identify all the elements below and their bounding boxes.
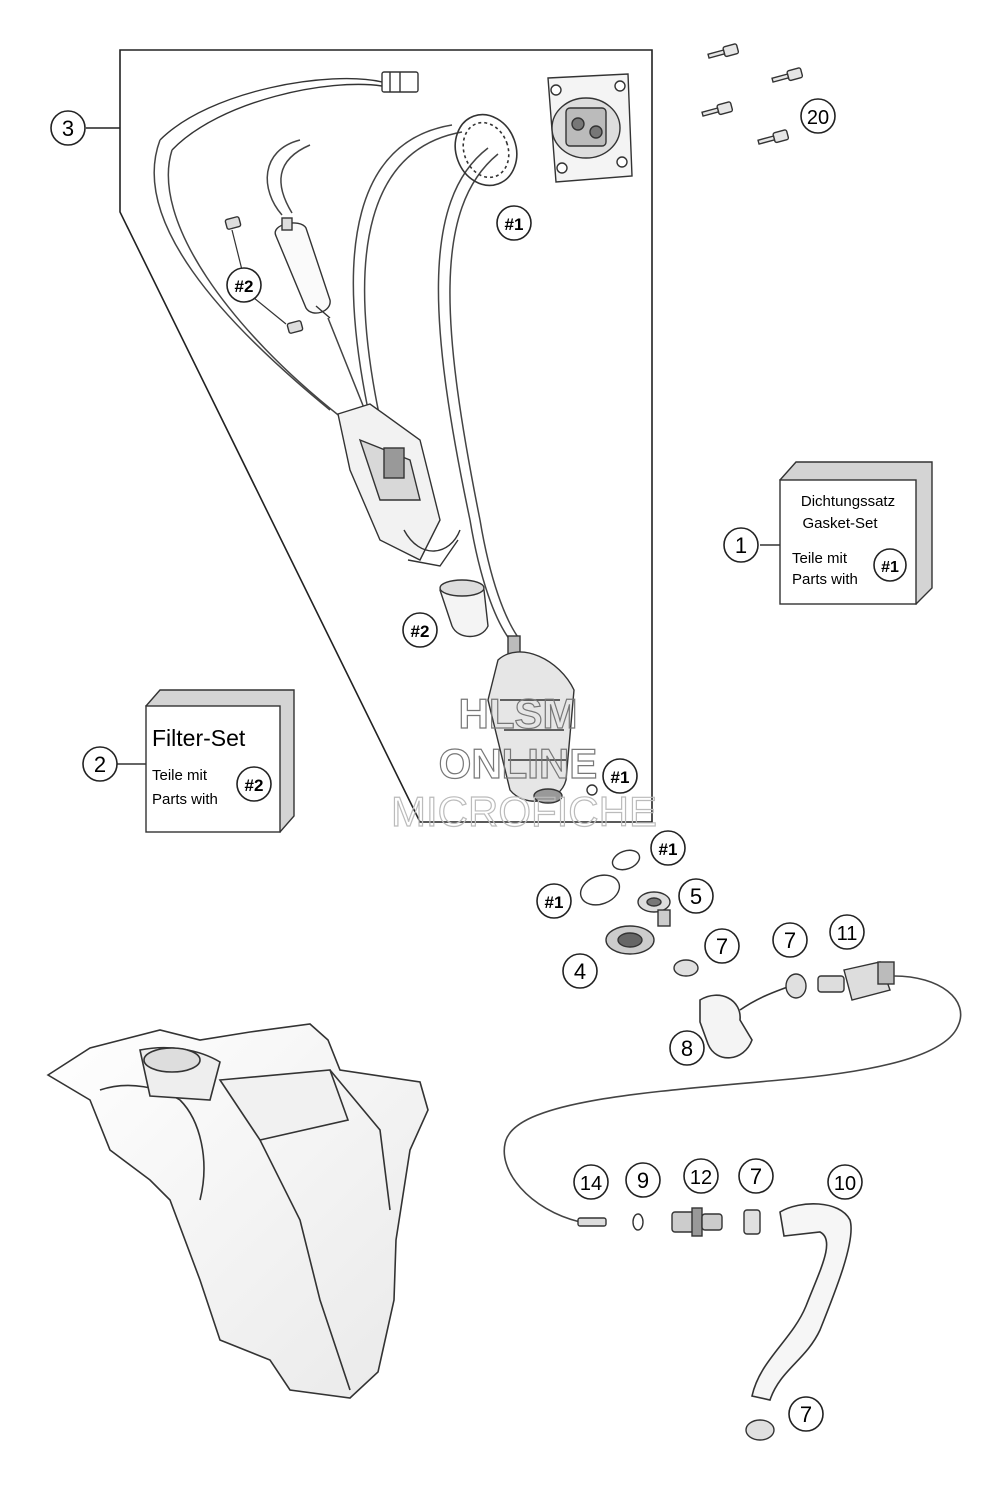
svg-text:14: 14: [580, 1173, 602, 1195]
filter-sleeve: [439, 579, 489, 638]
filter-set-parts-en: Parts with: [152, 791, 218, 808]
gasket-set-ref: #1: [881, 559, 899, 576]
callout-20: 20: [800, 98, 836, 134]
callout-11: 11: [829, 914, 865, 950]
callout-8: 8: [669, 1030, 705, 1066]
hose-clamp-7a: [673, 959, 699, 977]
gasket-set-parts-en: Parts with: [792, 571, 858, 588]
orings: [579, 849, 641, 906]
filter-set-ref: #2: [245, 776, 264, 795]
oring-9: [632, 1213, 644, 1231]
callout-4: 4: [562, 953, 598, 989]
hose-clamp-7b: [785, 973, 807, 999]
svg-text:#1: #1: [611, 768, 630, 787]
pump-lower-housing: [487, 635, 598, 804]
fuel-line-long: [503, 975, 962, 1223]
hose-10: [751, 1203, 852, 1401]
pump-assembly-frame: [119, 49, 653, 823]
svg-text:7: 7: [800, 1402, 812, 1427]
svg-text:7: 7: [784, 928, 796, 953]
callout-5: 5: [678, 878, 714, 914]
callout-3: 3: [50, 110, 86, 146]
callout-7d: 7: [788, 1396, 824, 1432]
svg-text:11: 11: [837, 923, 858, 945]
fuel-lines: [153, 124, 521, 641]
ref-marker-ring: #1: [496, 205, 532, 241]
svg-text:10: 10: [834, 1173, 856, 1195]
svg-text:7: 7: [716, 934, 728, 959]
fuel-tank: [46, 1023, 429, 1399]
svg-text:#1: #1: [659, 840, 678, 859]
gasket-set-text: Dichtungssatz Gasket-Set Teile mit Parts…: [792, 493, 907, 588]
callout-3-label: 3: [62, 116, 74, 141]
fitting-5: [637, 891, 671, 927]
callout-2: 2: [82, 746, 118, 782]
hose-8: [699, 985, 791, 1059]
svg-text:20: 20: [807, 107, 829, 129]
filter-set-title: Filter-Set: [152, 725, 246, 751]
gasket-set-title-de: Dichtungssatz: [801, 493, 895, 510]
hose-clamp-7c: [743, 1209, 761, 1235]
ref-marker-filter: #2: [226, 267, 262, 303]
svg-text:#2: #2: [411, 622, 430, 641]
callout-1: 1: [723, 527, 759, 563]
coupling-12: [671, 1207, 723, 1237]
svg-text:7: 7: [750, 1164, 762, 1189]
quick-coupling-11: [817, 961, 895, 1001]
svg-text:#1: #1: [505, 215, 524, 234]
watermark-line-3: MICROFICHE: [391, 788, 657, 835]
ref-marker-sleeve: #2: [402, 612, 438, 648]
svg-text:5: 5: [690, 884, 702, 909]
flange-nut-4: [605, 925, 655, 955]
gasket-set-title-en: Gasket-Set: [802, 515, 878, 532]
svg-text:9: 9: [637, 1168, 649, 1193]
callout-14: 14: [573, 1164, 609, 1200]
fuel-pump-body: [337, 403, 461, 567]
flange-bolts: [701, 43, 804, 145]
watermark: HLSM ONLINE MICROFICHE: [390, 689, 657, 835]
ref-marker-oring-upper: #1: [650, 830, 686, 866]
callout-7a: 7: [704, 928, 740, 964]
callout-10: 10: [827, 1164, 863, 1200]
svg-text:8: 8: [681, 1036, 693, 1061]
pump-flange-cover: [547, 73, 633, 183]
watermark-line-2: ONLINE: [439, 740, 598, 787]
wiring-connector: [159, 71, 419, 151]
svg-text:1: 1: [735, 533, 747, 558]
hose-clamp-7d: [745, 1419, 775, 1441]
svg-text:#2: #2: [235, 277, 254, 296]
pump-seal-ring: [454, 113, 518, 187]
callout-7c: 7: [738, 1158, 774, 1194]
filter-set-parts-de: Teile mit: [152, 767, 208, 784]
svg-text:#1: #1: [545, 893, 564, 912]
ref-marker-oring-lower: #1: [536, 883, 572, 919]
svg-text:12: 12: [690, 1167, 712, 1189]
callout-7b: 7: [772, 922, 808, 958]
callout-9: 9: [625, 1162, 661, 1198]
svg-text:4: 4: [574, 959, 586, 984]
ref-marker-pump: #1: [602, 758, 638, 794]
callout-12: 12: [683, 1158, 719, 1194]
gasket-set-parts-de: Teile mit: [792, 550, 848, 567]
watermark-line-1: HLSM: [459, 690, 578, 737]
pin-14: [577, 1217, 607, 1227]
fuel-filter: [224, 216, 331, 334]
svg-text:2: 2: [94, 752, 106, 777]
filter-set-text: Filter-Set Teile mit Parts with #2: [152, 725, 272, 808]
